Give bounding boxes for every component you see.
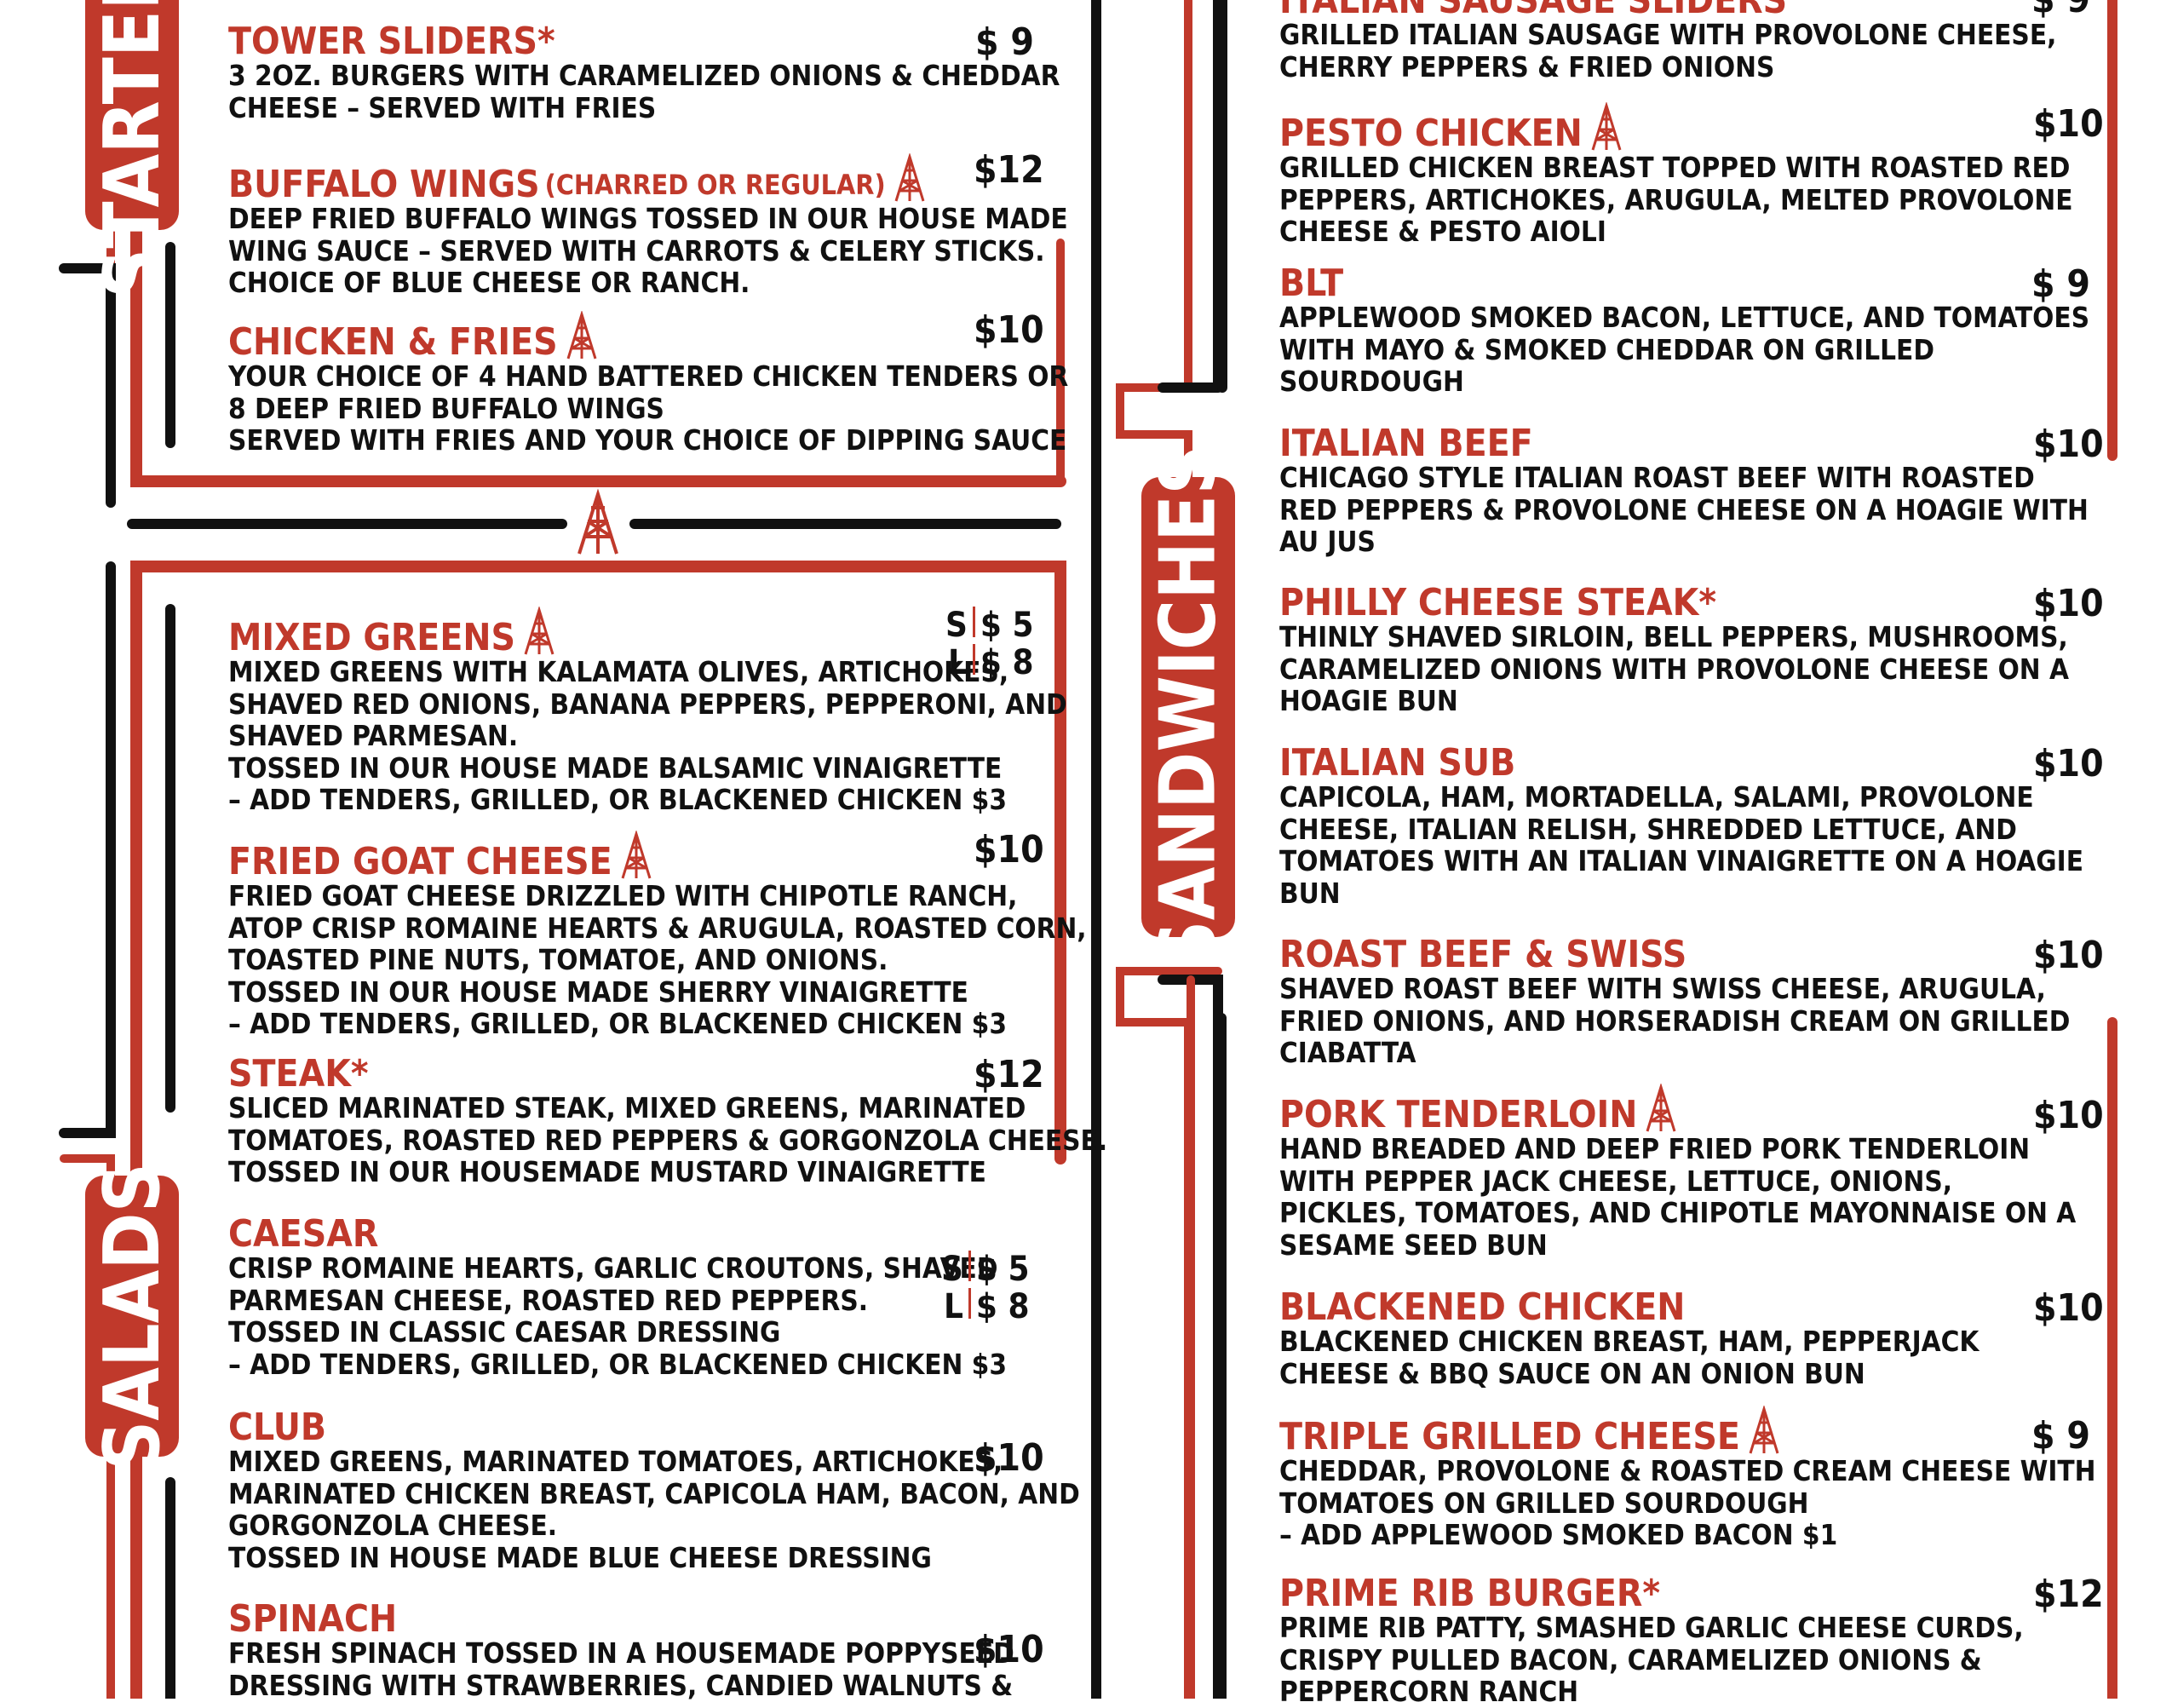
item-description: MIXED GREENS WITH KALAMATA OLIVES, ARTIC… xyxy=(228,655,1067,817)
item-name: BUFFALO WINGS (CHARRED OR REGULAR) xyxy=(228,153,1068,204)
tower-icon xyxy=(1749,1406,1779,1454)
item-name: TRIPLE GRILLED CHEESE xyxy=(1279,1406,2096,1456)
item-name: MIXED GREENS xyxy=(228,607,1067,657)
item-price: $10 xyxy=(974,308,1044,352)
item-description: CHICAGO STYLE ITALIAN ROAST BEEF WITH RO… xyxy=(1279,461,2089,559)
menu-item: ITALIAN BEEF CHICAGO STYLE ITALIAN ROAST… xyxy=(1279,422,2089,559)
item-price: $ 9 xyxy=(2031,1414,2090,1458)
item-name: PORK TENDERLOIN xyxy=(1279,1084,2076,1134)
menu-item: TRIPLE GRILLED CHEESE CHEDDAR, PROVOLONE… xyxy=(1279,1406,2096,1551)
item-size-prices: S$ 5 L$ 8 xyxy=(941,1250,1030,1326)
item-name: PRIME RIB BURGER* xyxy=(1279,1572,1661,1615)
item-price: $10 xyxy=(974,1628,1044,1671)
item-subtitle: (CHARRED OR REGULAR) xyxy=(544,169,886,201)
menu-item: CAESAR CRISP ROMAINE HEARTS, GARLIC CROU… xyxy=(228,1212,1007,1381)
item-description: 3 2OZ. BURGERS WITH CARAMELIZED ONIONS &… xyxy=(228,59,1060,124)
item-description: GRILLED ITALIAN SAUSAGE WITH PROVOLONE C… xyxy=(1279,18,2057,83)
item-name: ROAST BEEF & SWISS xyxy=(1279,933,1687,976)
menu-item: PESTO CHICKEN GRILLED CHICKEN BREAST TOP… xyxy=(1279,102,2073,248)
tower-icon xyxy=(566,311,597,359)
item-description: HAND BREADED AND DEEP FRIED PORK TENDERL… xyxy=(1279,1132,2077,1262)
item-name: CAESAR xyxy=(228,1212,379,1256)
menu-item: SPINACH FRESH SPINACH TOSSED IN A HOUSEM… xyxy=(228,1597,1014,1702)
item-description: SLICED MARINATED STEAK, MIXED GREENS, MA… xyxy=(228,1091,1108,1189)
menu-item: PORK TENDERLOIN HAND BREADED AND DEEP FR… xyxy=(1279,1084,2076,1261)
item-description: THINLY SHAVED SIRLOIN, BELL PEPPERS, MUS… xyxy=(1279,620,2069,718)
menu-item: CHICKEN & FRIES YOUR CHOICE OF 4 HAND BA… xyxy=(228,311,1068,457)
item-price: $12 xyxy=(974,148,1044,192)
item-price: $ 9 xyxy=(975,20,1034,64)
item-description: PRIME RIB PATTY, SMASHED GARLIC CHEESE C… xyxy=(1279,1611,2024,1708)
item-description: CAPICOLA, HAM, MORTADELLA, SALAMI, PROVO… xyxy=(1279,780,2083,910)
item-price: $10 xyxy=(974,828,1044,871)
item-price: $10 xyxy=(2033,102,2104,146)
item-name: BLT xyxy=(1279,262,1344,305)
item-description: FRIED GOAT CHEESE DRIZZLED WITH CHIPOTLE… xyxy=(228,879,1087,1041)
item-description: DEEP FRIED BUFFALO WINGS TOSSED IN OUR H… xyxy=(228,202,1068,300)
item-price: $10 xyxy=(2033,1094,2104,1137)
item-description: MIXED GREENS, MARINATED TOMATOES, ARTICH… xyxy=(228,1445,1080,1574)
menu-item: TOWER SLIDERS* 3 2OZ. BURGERS WITH CARAM… xyxy=(228,20,1060,124)
menu-item: ITALIAN SAUSAGE SLIDERS GRILLED ITALIAN … xyxy=(1279,0,2056,83)
section-label-sandwiches: SANDWICHES xyxy=(1141,445,1235,969)
item-name: FRIED GOAT CHEESE xyxy=(228,831,1087,881)
item-price: $12 xyxy=(974,1053,1044,1096)
item-description: APPLEWOOD SMOKED BACON, LETTUCE, AND TOM… xyxy=(1279,301,2090,399)
item-description: FRESH SPINACH TOSSED IN A HOUSEMADE POPP… xyxy=(228,1636,1014,1702)
item-size-prices: S$ 5 L$ 8 xyxy=(945,606,1034,682)
menu-item: FRIED GOAT CHEESE FRIED GOAT CHEESE DRIZ… xyxy=(228,831,1087,1040)
item-name: CHICKEN & FRIES xyxy=(228,311,1068,361)
menu-item: STEAK* SLICED MARINATED STEAK, MIXED GRE… xyxy=(228,1052,1108,1189)
menu-item: BUFFALO WINGS (CHARRED OR REGULAR) DEEP … xyxy=(228,153,1068,299)
item-price: $10 xyxy=(2033,423,2104,466)
menu-item: ROAST BEEF & SWISS SHAVED ROAST BEEF WIT… xyxy=(1279,933,2071,1070)
item-price: $10 xyxy=(974,1436,1044,1480)
item-name: BLACKENED CHICKEN xyxy=(1279,1285,1686,1329)
tower-icon xyxy=(1591,102,1622,151)
section-label-starters: STARTERS xyxy=(85,0,179,297)
tower-icon xyxy=(524,607,554,655)
item-name: TOWER SLIDERS* xyxy=(228,20,555,63)
item-description: CRISP ROMAINE HEARTS, GARLIC CROUTONS, S… xyxy=(228,1251,1007,1381)
item-name: CLUB xyxy=(228,1406,327,1449)
menu-item: CLUB MIXED GREENS, MARINATED TOMATOES, A… xyxy=(228,1406,1080,1574)
item-name: ITALIAN BEEF xyxy=(1279,422,1533,465)
item-description: BLACKENED CHICKEN BREAST, HAM, PEPPERJAC… xyxy=(1279,1325,1980,1390)
item-description: SHAVED ROAST BEEF WITH SWISS CHEESE, ARU… xyxy=(1279,972,2071,1070)
menu-item: BLACKENED CHICKEN BLACKENED CHICKEN BREA… xyxy=(1279,1285,1980,1390)
item-price: $10 xyxy=(2033,1286,2104,1330)
menu-item: PHILLY CHEESE STEAK* THINLY SHAVED SIRLO… xyxy=(1279,581,2069,718)
item-description: YOUR CHOICE OF 4 HAND BATTERED CHICKEN T… xyxy=(228,359,1069,457)
item-name: SPINACH xyxy=(228,1597,398,1641)
item-price: $12 xyxy=(2033,1573,2104,1616)
item-name: ITALIAN SAUSAGE SLIDERS xyxy=(1279,0,1788,22)
menu-item: MIXED GREENS MIXED GREENS WITH KALAMATA … xyxy=(228,607,1067,816)
tower-icon xyxy=(894,153,925,202)
section-label-salads: SALADS xyxy=(85,1163,179,1469)
item-name: PESTO CHICKEN xyxy=(1279,102,2073,152)
item-price: $10 xyxy=(2033,934,2104,977)
item-description: GRILLED CHICKEN BREAST TOPPED WITH ROAST… xyxy=(1279,151,2073,249)
menu-item: PRIME RIB BURGER* PRIME RIB PATTY, SMASH… xyxy=(1279,1572,2024,1708)
item-price: $10 xyxy=(2033,742,2104,785)
menu-item: BLT APPLEWOOD SMOKED BACON, LETTUCE, AND… xyxy=(1279,262,2090,399)
tower-icon xyxy=(577,488,618,555)
item-price: $ 9 xyxy=(2031,262,2090,306)
item-name: PHILLY CHEESE STEAK* xyxy=(1279,581,1717,624)
item-name: STEAK* xyxy=(228,1052,369,1096)
menu-item: ITALIAN SUB CAPICOLA, HAM, MORTADELLA, S… xyxy=(1279,741,2083,910)
item-price: $10 xyxy=(2033,582,2104,625)
tower-icon xyxy=(621,831,652,879)
item-name: ITALIAN SUB xyxy=(1279,741,1516,785)
item-price: $ 9 xyxy=(2031,0,2090,19)
item-description: CHEDDAR, PROVOLONE & ROASTED CREAM CHEES… xyxy=(1279,1454,2096,1552)
tower-icon xyxy=(1646,1084,1676,1132)
